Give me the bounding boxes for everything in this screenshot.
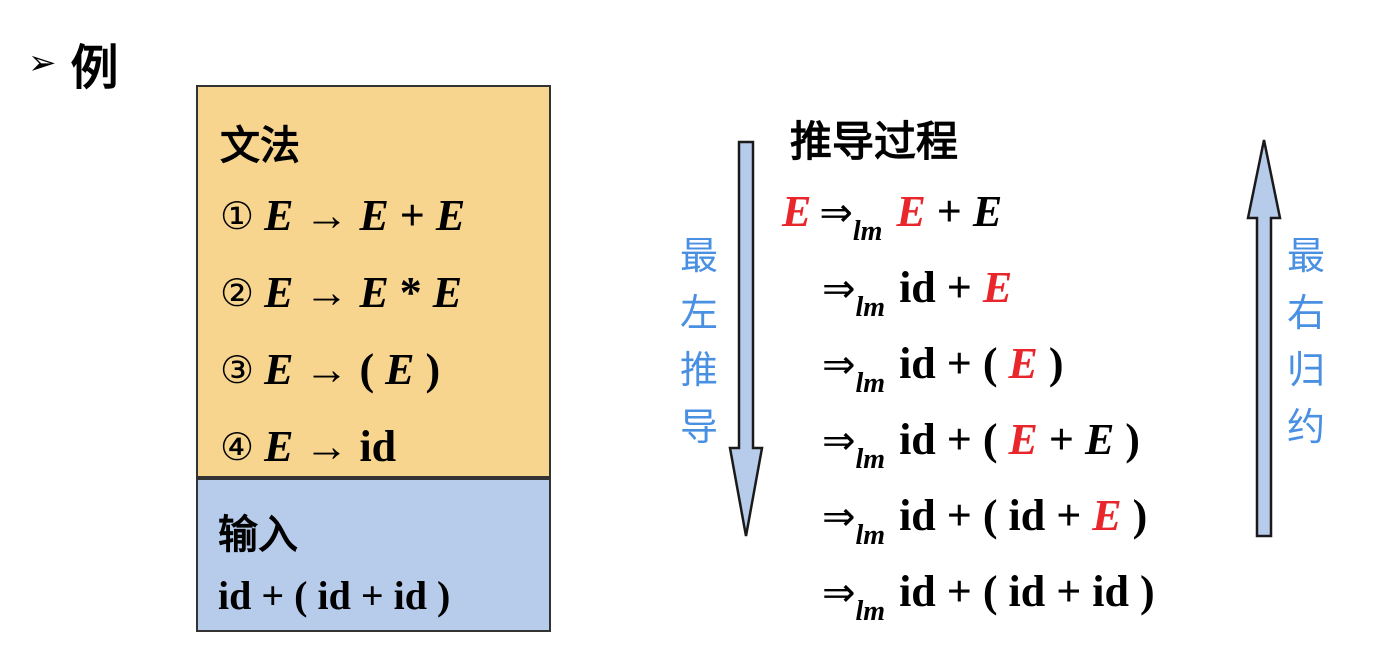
rule-number: ① <box>220 193 255 238</box>
derivation-part: + <box>925 187 973 236</box>
rule-arrow: → <box>293 345 360 394</box>
derivation-start: E <box>782 187 812 236</box>
leftmost-subscript: lm <box>855 444 886 475</box>
rightmost-reduction-label: 最右归约 <box>1284 228 1328 456</box>
derivation-part: E <box>982 263 1013 312</box>
derivation-part: E <box>1084 415 1115 464</box>
derivation-step: ⇒lm id + ( id + E ) <box>822 490 1148 551</box>
derivation-part: id + ( id + id ) <box>899 567 1155 616</box>
derives-arrow: ⇒ <box>822 570 856 616</box>
slide-heading: ➢ 例 <box>28 28 119 98</box>
derives-arrow: ⇒ <box>822 342 856 388</box>
rule-rhs-part: E <box>432 268 463 317</box>
label-char: 归 <box>1286 348 1325 392</box>
up-arrow-icon <box>1246 139 1282 538</box>
rule-number: ④ <box>220 424 255 469</box>
input-box: 输入 id + ( id + id ) <box>196 478 551 632</box>
rule-rhs-part: ( <box>359 345 386 394</box>
derivation-part: E <box>1092 491 1122 540</box>
rule-arrow: → <box>293 268 360 317</box>
rule-lhs: E <box>264 345 294 394</box>
derivation-part: id + ( id + <box>899 491 1093 540</box>
label-char: 最 <box>679 234 718 278</box>
derivation-part: ) <box>1121 491 1148 540</box>
input-value: id + ( id + id ) <box>218 573 451 618</box>
grammar-title: 文法 <box>220 123 300 168</box>
rule-number: ② <box>220 270 255 315</box>
leftmost-subscript: lm <box>855 292 886 323</box>
derivation-part: ) <box>1037 339 1064 388</box>
rule-rhs-part: E <box>385 345 415 394</box>
leftmost-derivation-label: 最左推导 <box>677 228 721 456</box>
derivation-step: ⇒lm id + ( id + id ) <box>822 566 1155 627</box>
derivation-part: E <box>1008 339 1038 388</box>
derivation-part: ) <box>1114 415 1140 464</box>
input-title: 输入 <box>218 512 298 557</box>
derives-arrow: ⇒ <box>822 418 856 464</box>
label-char: 推 <box>679 348 718 392</box>
derivation-step: ⇒lm id + E <box>822 262 1013 323</box>
rule-lhs: E <box>264 191 294 240</box>
rule-rhs-part: id <box>359 422 397 471</box>
rule-rhs-part: * <box>388 268 433 317</box>
derivation-step: ⇒lm id + ( E + E ) <box>822 414 1140 475</box>
label-char: 导 <box>679 405 718 449</box>
leftmost-subscript: lm <box>855 368 886 399</box>
down-arrow-icon <box>728 140 764 537</box>
leftmost-subscript: lm <box>852 216 883 247</box>
rule-rhs-part: ) <box>414 345 441 394</box>
derives-arrow: ⇒ <box>822 494 856 540</box>
rule-number: ③ <box>220 347 255 392</box>
label-char: 最 <box>1286 234 1325 278</box>
derivation-part: E <box>972 187 1003 236</box>
label-char: 约 <box>1286 405 1325 449</box>
rule-arrow: → <box>293 422 360 471</box>
rule-arrow: → <box>293 191 360 240</box>
rule-rhs-part: + <box>388 191 436 240</box>
derivation-title: 推导过程 <box>790 120 959 166</box>
derivation-part: + <box>1037 415 1085 464</box>
label-char: 右 <box>1286 291 1325 335</box>
bullet-arrow-icon: ➢ <box>28 43 57 83</box>
rule-rhs-part: E <box>435 191 466 240</box>
derivation-part: E <box>1008 415 1038 464</box>
heading-text: 例 <box>70 42 119 95</box>
rule-rhs-part: E <box>359 191 389 240</box>
rule-lhs: E <box>264 268 294 317</box>
derives-arrow: ⇒ <box>822 266 856 312</box>
derivation-part: id + ( <box>899 339 1009 388</box>
rule-rhs-part: E <box>359 268 389 317</box>
rule-lhs: E <box>264 422 294 471</box>
derives-arrow: ⇒ <box>819 190 853 236</box>
derivation-part: id + ( <box>899 415 1009 464</box>
derivation-part: E <box>896 187 926 236</box>
derivation-part: id + <box>899 263 983 312</box>
leftmost-subscript: lm <box>855 520 886 551</box>
derivation-step: ⇒lm id + ( E ) <box>822 338 1064 399</box>
leftmost-subscript: lm <box>855 596 886 627</box>
label-char: 左 <box>679 291 718 335</box>
